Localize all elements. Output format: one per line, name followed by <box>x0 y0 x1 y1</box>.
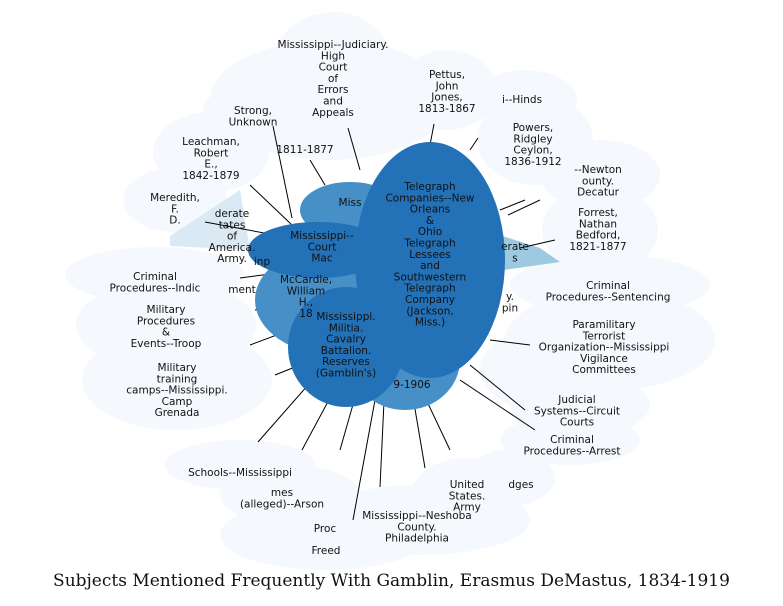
accent-shape <box>170 190 250 250</box>
node-label-freed: Freed <box>312 545 341 557</box>
connector-line <box>519 239 556 249</box>
label-halo <box>480 325 640 415</box>
node-label-center_y: y.pin <box>502 291 518 314</box>
node-label-d1811: 1811-1877 <box>276 144 333 156</box>
label-halo <box>542 185 658 275</box>
node-label-proc: Proc <box>314 523 337 535</box>
node-label-hinds: i--Hinds <box>502 94 542 106</box>
node-label-center_year: 9-1906 <box>393 379 431 391</box>
connector-line <box>499 199 526 211</box>
connector-line <box>429 123 435 146</box>
connector-line <box>309 159 326 186</box>
diagram-caption: Subjects Mentioned Frequently With Gambl… <box>53 571 730 591</box>
connector-line <box>469 364 526 411</box>
accent-shape <box>490 232 560 272</box>
label-halo <box>210 40 450 160</box>
node-label-center_inp: inp <box>254 256 271 268</box>
center-blob <box>288 287 404 407</box>
center-blob <box>248 222 388 278</box>
label-halo <box>82 330 272 430</box>
connector-line <box>272 125 293 219</box>
connector-line <box>469 137 479 151</box>
node-label-center_miss: Miss <box>339 197 362 209</box>
node-label-judges: dges <box>508 479 533 491</box>
connector-line <box>249 184 293 226</box>
node-label-strong: Strong,Unknown <box>229 105 278 128</box>
node-label-arson: mes(alleged)--Arson <box>240 487 324 510</box>
connector-line <box>507 199 541 216</box>
connector-line <box>489 339 531 346</box>
node-label-meredith: Meredith,F.D. <box>150 192 200 227</box>
node-label-center_ment: ment <box>228 284 255 296</box>
connector-line <box>459 379 536 431</box>
connector-line <box>347 127 361 171</box>
label-halo <box>500 415 640 465</box>
node-label-schools: Schools--Mississippi <box>188 467 292 479</box>
label-halo <box>220 500 430 570</box>
connector-line <box>352 399 376 521</box>
